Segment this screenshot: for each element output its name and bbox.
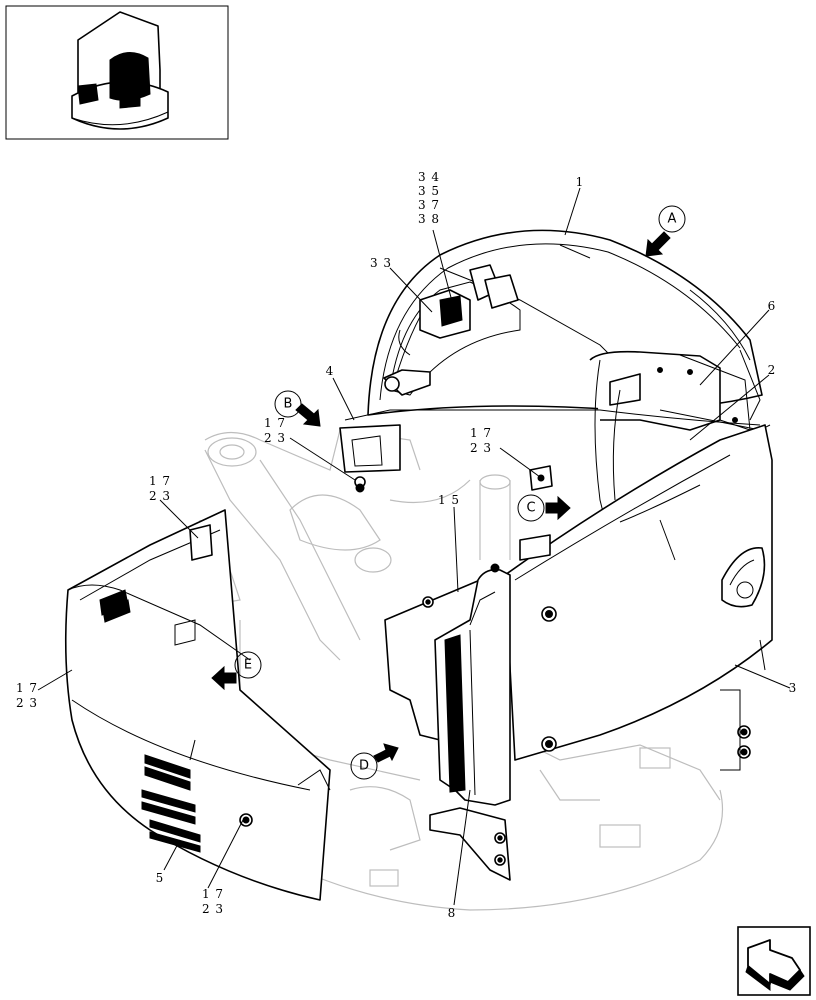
vertical-guard-part-8 [429,563,511,881]
callout-e: E [244,658,252,673]
next-page-arrow-icon[interactable] [737,926,811,996]
label-1: 1 [576,175,585,189]
label-17-23-d-line-2: 2 3 [16,696,38,710]
label-17-23-a-line-2: 2 3 [264,431,286,445]
label-17-23-a-line-1: 1 7 [264,416,286,430]
label-17-23-d-line-1: 1 7 [16,681,38,695]
arrow-a-icon [645,231,671,257]
cover-vent-slots [99,589,201,853]
view-arrows [211,231,671,763]
part-labels: 1 2 3 4 5 6 8 1 5 3 3 3 4 3 5 3 7 3 8 1 … [16,170,798,920]
label-17-23-e-line-1: 1 7 [202,887,224,901]
label-17-23-c-line-1: 1 7 [149,474,171,488]
label-34-38-line-4: 3 8 [418,212,440,226]
label-33: 3 3 [370,256,392,270]
counterweight-cover-part-5 [64,509,331,901]
right-side-cover-part-3 [504,424,773,771]
label-3: 3 [789,681,798,695]
arrow-c-icon [545,495,571,521]
rear-plate-part-4 [339,409,761,493]
label-17-23-e-line-2: 2 3 [202,902,224,916]
label-34-38-line-1: 3 4 [418,170,440,184]
brackets [174,465,553,646]
label-17-23-b-line-1: 1 7 [470,426,492,440]
callout-a-circle [658,205,686,233]
label-6: 6 [768,299,777,313]
machine-overview-thumbnail [5,5,229,140]
callout-c: C [526,501,535,516]
callout-c-circle [517,494,545,522]
callout-d-circle [350,752,378,780]
arrow-d-icon [373,743,399,763]
label-17-23-c-line-2: 2 3 [149,489,171,503]
leader-lines [37,187,791,906]
arrow-e-icon [211,665,237,691]
callout-e-circle [234,651,262,679]
arrow-b-icon [295,403,321,427]
callout-a: A [668,212,677,227]
label-8: 8 [448,906,457,920]
label-5: 5 [156,871,165,885]
label-34-38-line-2: 3 5 [418,184,440,198]
callout-d: D [359,759,369,774]
view-callouts: A B C D E [234,205,686,780]
label-15: 1 5 [438,493,460,507]
callout-b: B [284,397,293,412]
label-34-38-line-3: 3 7 [418,198,440,212]
label-2: 2 [768,363,777,377]
label-17-23-b-line-2: 2 3 [470,441,492,455]
callout-b-circle [274,390,302,418]
label-4: 4 [326,364,335,378]
